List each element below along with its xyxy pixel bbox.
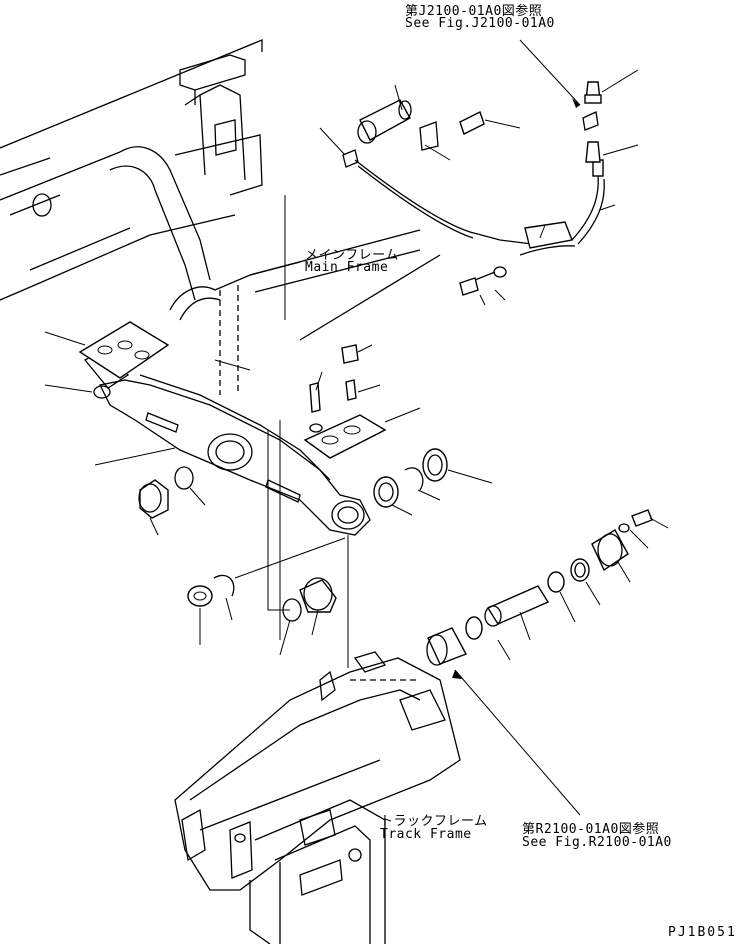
track-frame-label-jp: トラックフレーム xyxy=(380,814,488,829)
track-frame-label-en: Track Frame xyxy=(380,827,472,842)
ref-bottom-en: See Fig.R2100-01A0 xyxy=(522,835,672,850)
pin-top xyxy=(342,99,485,168)
top-plate xyxy=(78,321,170,379)
leader-lines xyxy=(44,39,669,816)
assembly-lines xyxy=(219,195,420,681)
arrow-head-top xyxy=(572,98,580,108)
grease-line xyxy=(354,159,605,256)
center-plate xyxy=(303,344,387,459)
ref-top-en: See Fig.J2100-01A0 xyxy=(405,16,555,31)
track-frame xyxy=(174,651,461,944)
arrow-head-bottom xyxy=(452,670,462,679)
fittings-top-right xyxy=(582,81,602,163)
ref-top-jp: 第J2100-01A0図参照 xyxy=(405,4,543,19)
equalizer-bar xyxy=(83,351,371,536)
bushings-left xyxy=(138,466,337,622)
pivot-pin-assembly xyxy=(426,509,653,666)
main-frame-label-en: Main Frame xyxy=(305,260,389,275)
bolt-middle xyxy=(459,266,507,296)
bushings-right xyxy=(373,448,448,508)
drawing-code: PJ1B051 xyxy=(668,925,737,940)
ref-bottom-jp: 第R2100-01A0図参照 xyxy=(522,822,660,837)
main-frame xyxy=(0,39,441,341)
main-frame-label-jp: メインフレーム xyxy=(305,248,399,263)
